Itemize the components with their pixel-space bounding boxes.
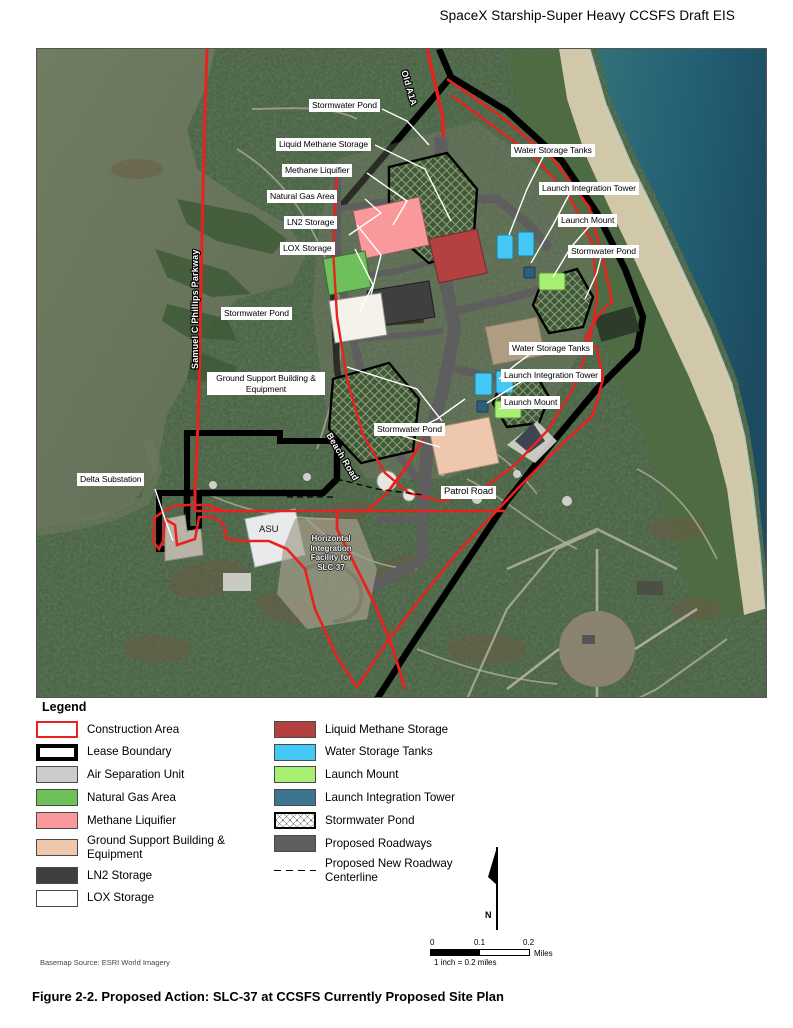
legend-label-natural-gas-area: Natural Gas Area [87, 791, 176, 805]
swatch-lox-storage [36, 889, 78, 907]
hif-line-1: Horizontal [311, 534, 351, 543]
swatch-air-separation-unit [36, 766, 78, 784]
legend-item-proposed-new-roadway-centerline: Proposed New Roadway Centerline [274, 855, 524, 887]
legend-item-methane-liquifier: Methane Liquifier [36, 809, 274, 832]
legend-label-proposed-roadways: Proposed Roadways [325, 836, 432, 850]
legend-column-2: Liquid Methane Storage Water Storage Tan… [274, 718, 524, 910]
callout-launch-integration-tower-1: Launch Integration Tower [539, 182, 639, 195]
legend-label-launch-mount: Launch Mount [325, 768, 399, 782]
hif-line-3: Facility for [310, 553, 352, 562]
callout-liquid-methane-storage: Liquid Methane Storage [276, 138, 372, 151]
site-label-horizontal-integration-facility: Horizontal Integration Facility for SLC-… [299, 534, 363, 572]
legend-item-ground-support-building: Ground Support Building & Equipment [36, 832, 274, 864]
legend-title: Legend [42, 700, 87, 714]
road-label-patrol-road: Patrol Road [441, 486, 497, 499]
legend-item-launch-integration-tower: Launch Integration Tower [274, 786, 524, 809]
callout-launch-mount-1: Launch Mount [558, 214, 618, 227]
legend-item-launch-mount: Launch Mount [274, 764, 524, 787]
north-arrow-icon [482, 845, 512, 930]
legend-item-air-separation-unit: Air Separation Unit [36, 764, 274, 787]
swatch-stormwater-pond [274, 812, 316, 830]
swatch-natural-gas-area [36, 789, 78, 807]
scale-bar-empty [480, 950, 529, 955]
legend-item-lease-boundary: Lease Boundary [36, 741, 274, 764]
legend-label-proposed-new-roadway-centerline: Proposed New Roadway Centerline [325, 857, 453, 884]
swatch-water-storage-tanks [274, 743, 316, 761]
callout-water-storage-tanks-1: Water Storage Tanks [511, 144, 595, 157]
callout-launch-integration-tower-2: Launch Integration Tower [501, 369, 601, 382]
road-label-samuel-c-phillips-parkway: Samuel C Phillips Parkway [190, 249, 200, 369]
legend-label-water-storage-tanks: Water Storage Tanks [325, 745, 433, 759]
callout-ln2-storage: LN2 Storage [284, 216, 338, 229]
legend-item-water-storage-tanks: Water Storage Tanks [274, 741, 524, 764]
scale-tick-1: 0.1 [474, 938, 486, 947]
legend-label-stormwater-pond: Stormwater Pond [325, 813, 415, 827]
north-arrow-letter: N [485, 910, 492, 920]
callout-stormwater-pond-4: Stormwater Pond [374, 423, 445, 436]
hif-line-4: SLC-37 [317, 562, 345, 572]
swatch-launch-mount [274, 766, 316, 784]
legend-label-construction-area: Construction Area [87, 722, 180, 736]
swatch-liquid-methane-storage [274, 720, 316, 738]
legend-label-liquid-methane-storage: Liquid Methane Storage [325, 722, 449, 736]
site-label-asu: ASU [259, 524, 279, 535]
legend-item-proposed-roadways: Proposed Roadways [274, 832, 524, 855]
scale-tick-2: 0.2 [523, 938, 535, 947]
legend-item-lox-storage: LOX Storage [36, 887, 274, 910]
scale-units-label: Miles [534, 949, 553, 958]
scale-tick-0: 0 [430, 938, 435, 947]
legend-label-methane-liquifier: Methane Liquifier [87, 813, 176, 827]
swatch-proposed-new-roadway-centerline [274, 870, 316, 872]
legend-item-liquid-methane-storage: Liquid Methane Storage [274, 718, 524, 741]
hif-line-2: Integration [310, 543, 352, 553]
legend-label-ground-support-building: Ground Support Building & Equipment [87, 834, 225, 861]
callout-stormwater-pond-2: Stormwater Pond [568, 245, 639, 258]
swatch-ground-support-building [36, 839, 78, 857]
callout-lox-storage: LOX Storage [280, 242, 335, 255]
legend-item-construction-area: Construction Area [36, 718, 274, 741]
swatch-proposed-roadways [274, 834, 316, 852]
legend-label-launch-integration-tower: Launch Integration Tower [325, 791, 455, 805]
scale-tick-labels: 0 0.1 0.2 [430, 938, 548, 949]
callout-launch-mount-2: Launch Mount [501, 396, 561, 409]
map-imagery [37, 49, 766, 697]
scale-bar-graphic: Miles [430, 949, 553, 958]
swatch-lease-boundary [36, 743, 78, 761]
legend-item-stormwater-pond: Stormwater Pond [274, 809, 524, 832]
legend-item-ln2-storage: LN2 Storage [36, 864, 274, 887]
swatch-methane-liquifier [36, 812, 78, 830]
callout-stormwater-pond-1: Stormwater Pond [309, 99, 380, 112]
document-header: SpaceX Starship-Super Heavy CCSFS Draft … [439, 8, 735, 23]
callout-natural-gas-area: Natural Gas Area [267, 190, 338, 203]
swatch-construction-area [36, 720, 78, 738]
scale-equivalence: 1 inch = 0.2 miles [434, 958, 497, 967]
legend-label-lease-boundary: Lease Boundary [87, 745, 172, 759]
callout-methane-liquifier: Methane Liquifier [282, 164, 353, 177]
legend-label-air-separation-unit: Air Separation Unit [87, 768, 185, 782]
callout-ground-support-building: Ground Support Building & Equipment [207, 372, 325, 395]
site-plan-map: Old A1A Samuel C Phillips Parkway Beach … [36, 48, 767, 698]
legend-item-natural-gas-area: Natural Gas Area [36, 786, 274, 809]
swatch-ln2-storage [36, 866, 78, 884]
callout-water-storage-tanks-2: Water Storage Tanks [509, 342, 593, 355]
callout-stormwater-pond-3: Stormwater Pond [221, 307, 292, 320]
legend-label-lox-storage: LOX Storage [87, 891, 155, 905]
swatch-launch-integration-tower [274, 789, 316, 807]
figure-caption: Figure 2-2. Proposed Action: SLC-37 at C… [32, 989, 504, 1004]
basemap-source: Basemap Source: ESRI World Imagery [40, 958, 170, 967]
legend-label-ln2-storage: LN2 Storage [87, 868, 153, 882]
legend-column-1: Construction Area Lease Boundary Air Sep… [36, 718, 274, 910]
callout-delta-substation: Delta Substation [77, 473, 145, 486]
scale-bar: 0 0.1 0.2 Miles 1 inch = 0.2 miles [430, 938, 553, 967]
scale-bar-filled [431, 950, 480, 955]
legend: Legend Construction Area Lease Boundary … [36, 700, 536, 910]
